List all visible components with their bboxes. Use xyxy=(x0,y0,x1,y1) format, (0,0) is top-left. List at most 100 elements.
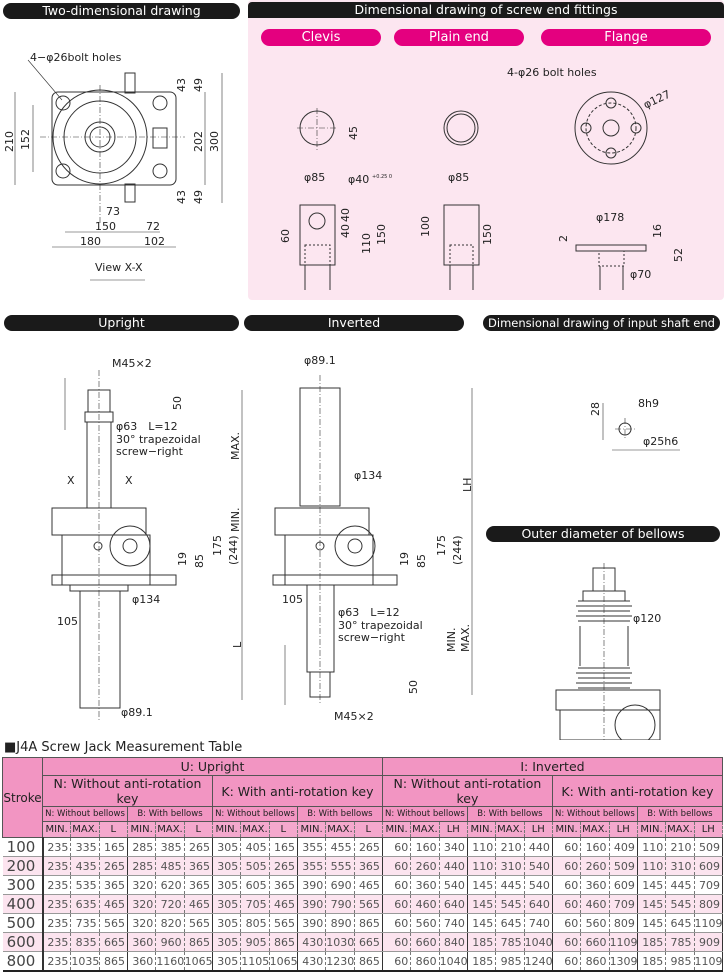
value-cell: 509 xyxy=(693,837,724,857)
value-cell: 665 xyxy=(353,932,383,952)
value-cell: 1109 xyxy=(693,951,724,972)
u-k-key-header: K: With anti-rotation key xyxy=(211,775,383,807)
value-cell: 165 xyxy=(268,837,298,857)
value-cell: 385 xyxy=(155,837,185,857)
clevis-dim-40a: 40 xyxy=(339,208,352,222)
value-cell: 235 xyxy=(41,951,71,972)
clevis-hole: φ40 xyxy=(348,173,370,186)
column-header: MAX. xyxy=(325,821,355,838)
value-cell: 560 xyxy=(580,913,610,933)
value-cell: 265 xyxy=(98,856,128,876)
dim-72: 72 xyxy=(146,220,160,233)
value-cell: 465 xyxy=(183,894,213,914)
column-header: MIN. xyxy=(296,821,327,838)
value-cell: 540 xyxy=(523,856,553,876)
column-header: L xyxy=(183,821,213,838)
value-cell: 460 xyxy=(580,894,610,914)
value-cell: 635 xyxy=(70,894,100,914)
value-cell: 310 xyxy=(495,856,525,876)
column-header: MAX. xyxy=(665,821,695,838)
value-cell: 740 xyxy=(523,913,553,933)
value-cell: 110 xyxy=(636,856,666,876)
value-cell: 890 xyxy=(325,913,355,933)
value-cell: 335 xyxy=(70,837,100,857)
shaft-diameter: φ25h6 xyxy=(643,435,679,448)
value-cell: 1040 xyxy=(523,932,553,952)
value-cell: 809 xyxy=(693,894,724,914)
inverted-thread-type: 30° trapezoidal xyxy=(338,619,423,632)
value-cell: 360 xyxy=(580,875,610,895)
value-cell: 640 xyxy=(523,894,553,914)
flange-dim-70: φ70 xyxy=(630,268,652,281)
bellows-header: N: Without bellows xyxy=(381,806,468,822)
inverted-dim-105: 105 xyxy=(282,593,303,606)
value-cell: 235 xyxy=(41,837,71,857)
value-cell: 1030 xyxy=(325,932,354,952)
flange-dim-52: 52 xyxy=(672,248,685,262)
value-cell: 260 xyxy=(580,856,610,876)
column-header: LH xyxy=(693,821,724,838)
value-cell: 110 xyxy=(636,837,666,857)
value-cell: 235 xyxy=(41,894,71,914)
value-cell: 445 xyxy=(665,875,695,895)
inverted-max: MAX. xyxy=(459,623,472,652)
value-cell: 360 xyxy=(126,951,156,972)
column-header: MIN. xyxy=(636,821,667,838)
value-cell: 535 xyxy=(70,875,100,895)
value-cell: 185 xyxy=(636,951,666,972)
stroke-cell: 500 xyxy=(2,913,44,933)
value-cell: 185 xyxy=(466,951,496,972)
value-cell: 235 xyxy=(41,913,71,933)
value-cell: 235 xyxy=(41,856,71,876)
column-header: LH xyxy=(523,821,553,838)
upright-thread-dir: screw−right xyxy=(116,445,183,458)
dim-102: 102 xyxy=(144,235,165,248)
i-n-key-header: N: Without anti-rotation key xyxy=(381,775,553,807)
inverted-m45: M45×2 xyxy=(334,710,374,723)
upright-x1: X xyxy=(67,474,75,487)
value-cell: 909 xyxy=(693,932,724,952)
screw-end-fittings-header: Dimensional drawing of screw end fitting… xyxy=(248,2,724,18)
clevis-dim-60: 60 xyxy=(279,229,292,243)
value-cell: 809 xyxy=(608,913,638,933)
value-cell: 505 xyxy=(240,856,270,876)
bellows-header: B: With bellows xyxy=(296,806,383,822)
value-cell: 485 xyxy=(155,856,185,876)
value-cell: 1160 xyxy=(155,951,184,972)
inverted-header: Inverted xyxy=(244,315,464,331)
flange-dim-2: 2 xyxy=(557,235,570,242)
upright-header: Upright xyxy=(4,315,239,331)
dim-202: 202 xyxy=(192,131,205,152)
dim-180: 180 xyxy=(80,235,101,248)
value-cell: 785 xyxy=(495,932,525,952)
clevis-dim-85: φ85 xyxy=(304,171,326,184)
upright-thread-type: 30° trapezoidal xyxy=(116,433,201,446)
table-title: ■J4A Screw Jack Measurement Table xyxy=(4,740,243,755)
value-cell: 265 xyxy=(183,837,213,857)
value-cell: 1035 xyxy=(70,951,99,972)
two-dimensional-drawing-header: Two-dimensional drawing xyxy=(3,3,240,19)
value-cell: 1065 xyxy=(268,951,298,972)
value-cell: 609 xyxy=(693,856,724,876)
value-cell: 360 xyxy=(410,875,440,895)
measurement-table: Stroke U: Upright I: Inverted N: Without… xyxy=(2,757,724,972)
value-cell: 235 xyxy=(41,932,71,952)
value-cell: 145 xyxy=(636,875,666,895)
value-cell: 735 xyxy=(70,913,100,933)
stroke-cell: 800 xyxy=(2,951,44,972)
column-header: MIN. xyxy=(551,821,582,838)
value-cell: 60 xyxy=(381,894,411,914)
value-cell: 645 xyxy=(495,913,525,933)
value-cell: 60 xyxy=(381,913,411,933)
upright-dim-244: (244) xyxy=(227,535,240,565)
value-cell: 545 xyxy=(665,894,695,914)
value-cell: 690 xyxy=(325,875,355,895)
value-cell: 565 xyxy=(268,913,298,933)
inverted-dim-891: φ89.1 xyxy=(304,354,336,367)
value-cell: 409 xyxy=(608,837,638,857)
value-cell: 865 xyxy=(183,932,213,952)
